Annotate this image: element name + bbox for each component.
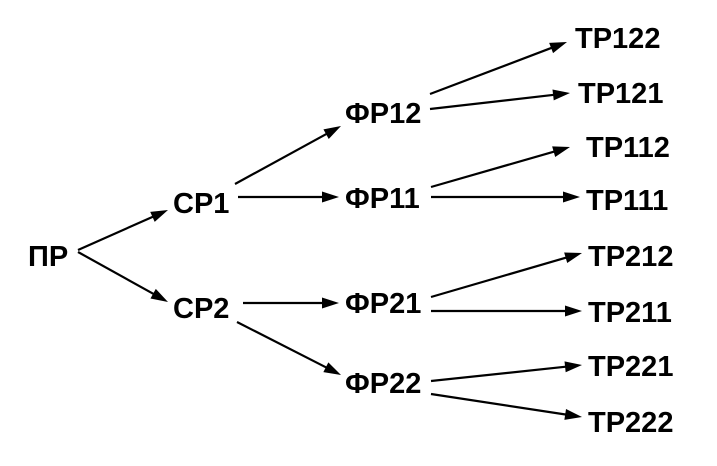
edge-fp22-to-tp222: [430, 392, 568, 416]
node-root: ПР: [28, 241, 68, 273]
node-cp1: СР1: [173, 188, 229, 220]
arrowhead-fp21-to-tp211: [565, 305, 582, 317]
edge-root-to-cp1: [77, 215, 155, 252]
arrowhead-cp1-to-fp11: [322, 191, 339, 203]
node-fp22: ФР22: [345, 368, 421, 400]
node-fp12: ФР12: [345, 98, 421, 130]
arrowhead-fp21-to-tp212: [564, 252, 582, 264]
node-tp221: ТР221: [588, 351, 673, 383]
edge-cp2-to-fp22: [236, 321, 329, 370]
node-fp11: ФР11: [345, 183, 420, 215]
node-tp121: ТР121: [578, 78, 663, 110]
arrowhead-fp12-to-tp122: [549, 42, 567, 54]
node-tp222: ТР222: [588, 407, 673, 439]
arrowhead-cp1-to-fp12: [323, 126, 341, 139]
node-fp21: ФР21: [345, 288, 421, 320]
edge-root-to-cp2: [77, 251, 156, 296]
edge-cp1-to-fp12: [234, 132, 329, 185]
arrowhead-root-to-cp2: [150, 288, 168, 302]
node-tp211: ТР211: [588, 297, 672, 329]
arrowhead-cp2-to-fp21: [322, 297, 339, 309]
edge-fp22-to-tp221: [430, 365, 568, 383]
node-cp2: СР2: [173, 293, 229, 325]
edge-fp12-to-tp122: [429, 46, 554, 96]
node-tp212: ТР212: [588, 241, 673, 273]
edge-fp21-to-tp212: [430, 256, 568, 299]
edges-layer: [77, 42, 582, 420]
node-tp112: ТР112: [586, 132, 670, 164]
arrowhead-cp2-to-fp22: [323, 362, 341, 375]
arrowhead-fp11-to-tp111: [563, 191, 580, 203]
arrowhead-fp12-to-tp121: [552, 89, 570, 101]
arrowhead-root-to-cp1: [150, 210, 168, 222]
node-tp122: ТР122: [575, 23, 660, 55]
arrowhead-fp22-to-tp221: [564, 361, 582, 373]
arrowhead-fp11-to-tp112: [552, 146, 570, 157]
edge-fp12-to-tp121: [429, 93, 556, 111]
edge-fp11-to-tp112: [430, 150, 556, 189]
arrowhead-fp22-to-tp222: [564, 409, 582, 420]
node-tp111: ТР111: [586, 185, 668, 217]
